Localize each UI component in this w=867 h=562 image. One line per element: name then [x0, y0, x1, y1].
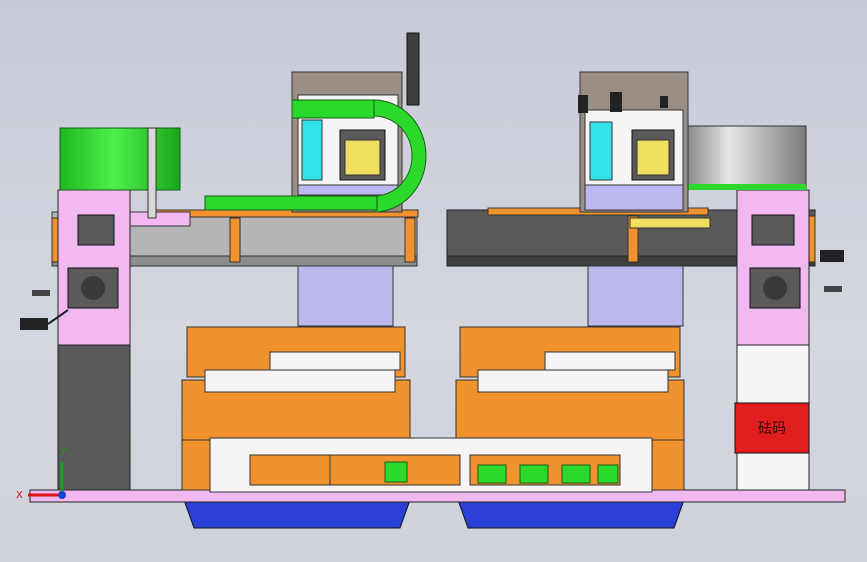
right-gantry	[578, 71, 689, 327]
right-column	[736, 189, 844, 491]
base-assembly	[29, 489, 846, 529]
left-column-dark-lower	[57, 344, 131, 491]
blue-tray-left	[183, 499, 411, 529]
left-column	[20, 189, 131, 491]
axis-y-label: Y	[59, 447, 67, 458]
weight-label-text: 砝码	[758, 421, 786, 437]
left-motor-upper	[77, 214, 115, 246]
right-silver-drum	[687, 125, 807, 189]
axis-x-label: X	[16, 490, 23, 501]
green-cable-chain	[204, 99, 427, 213]
left-vertical-bracket	[147, 127, 157, 219]
weight-label-box: 砝码	[734, 402, 810, 454]
left-green-drum	[59, 127, 181, 191]
coordinate-triad: Y X	[16, 447, 67, 501]
left-gantry	[291, 32, 420, 327]
blue-tray-right	[457, 499, 685, 529]
right-motor-upper	[751, 214, 795, 246]
carrier-plate	[209, 437, 653, 493]
